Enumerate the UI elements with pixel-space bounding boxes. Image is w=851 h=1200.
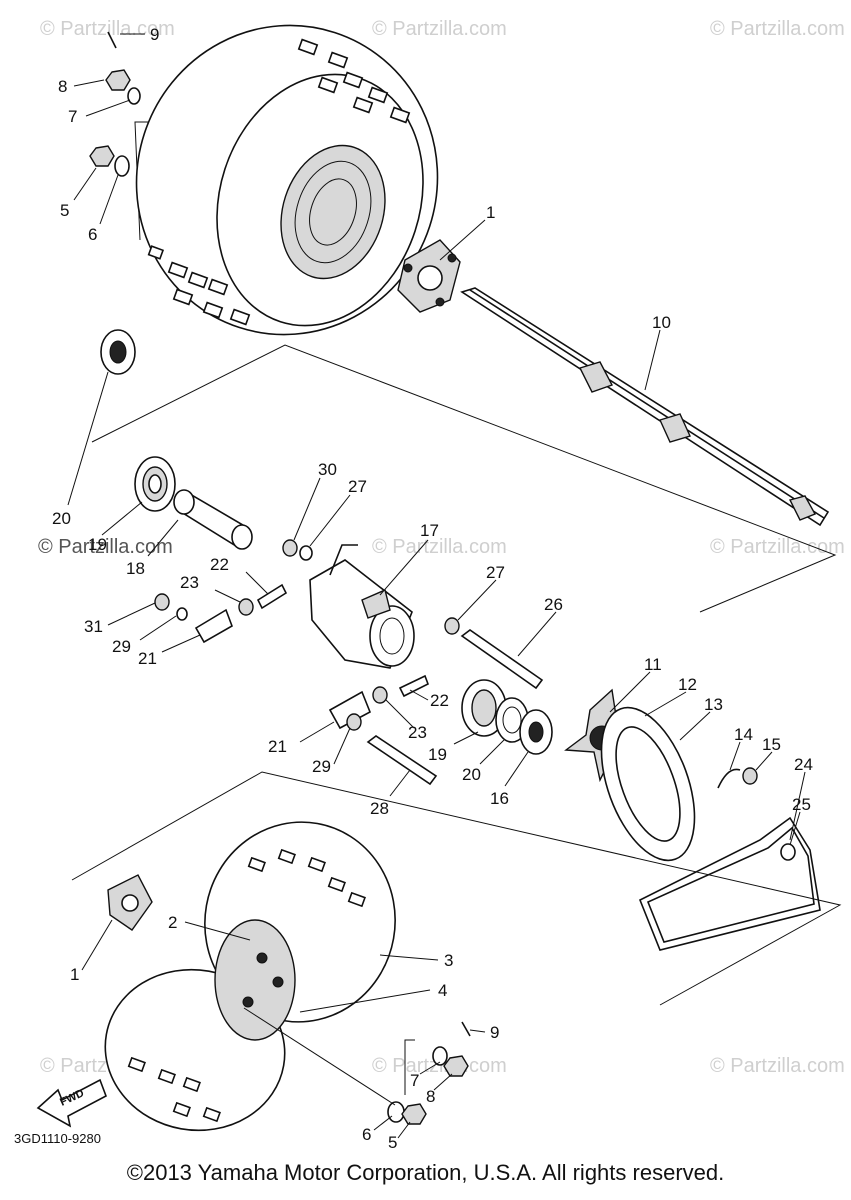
rear-axle [460,287,830,527]
watermark: © Partzilla.com [710,18,845,40]
callout-20: 20 [52,509,71,528]
callout-9: 9 [150,25,159,44]
callout-7: 7 [410,1071,419,1090]
fasteners-upper [89,31,544,690]
drive-sprocket-assembly [564,688,821,951]
callout-21: 21 [268,737,287,756]
watermark: © Partzilla.com [372,536,507,558]
callout-29: 29 [112,637,131,656]
callout-2: 2 [168,913,177,932]
watermark: © Partzilla.com [38,536,173,558]
callout-18: 18 [126,559,145,578]
callout-6: 6 [88,225,97,244]
callout-12: 12 [678,675,697,694]
rear-wheel-lower [104,821,396,1132]
copyright-notice: ©2013 Yamaha Motor Corporation, U.S.A. A… [126,1160,725,1185]
fasteners-lower [328,674,553,786]
watermark: © Partzilla.com [710,536,845,558]
callout-3: 3 [444,951,453,970]
hub-upper [397,239,461,313]
callout-13: 13 [704,695,723,714]
callout-23: 23 [408,723,427,742]
watermark: © Partzilla.com [372,18,507,40]
rear-axle-exploded-diagram: © Partzilla.com © Partzilla.com © Partzi… [14,18,845,1152]
callout-6: 6 [362,1125,371,1144]
callout-28: 28 [370,799,389,818]
callout-11: 11 [644,655,662,674]
callout-19: 19 [88,535,107,554]
callouts: 9 8 7 5 6 1 10 20 19 18 30 27 17 23 22 3… [52,25,813,1152]
callout-30: 30 [318,460,337,479]
fwd-arrow: FWD [36,1078,107,1128]
callout-31: 31 [84,617,103,636]
fasteners-wheel-lower [387,1021,471,1125]
callout-5: 5 [60,201,69,220]
axle-housing [309,544,415,669]
callout-10: 10 [652,313,671,332]
callout-7: 7 [68,107,77,126]
callout-25: 25 [792,795,811,814]
callout-1: 1 [70,965,79,984]
callout-15: 15 [762,735,781,754]
callout-22: 22 [210,555,229,574]
callout-5: 5 [388,1133,397,1152]
spacer-sleeve [173,489,253,550]
rear-wheel-upper [135,24,439,336]
callout-27: 27 [348,477,367,496]
watermark: © Partzilla.com [710,1055,845,1077]
seal-bearing-left [100,329,176,512]
tread-lugs [127,848,366,1123]
callout-14: 14 [734,725,753,744]
callout-20: 20 [462,765,481,784]
callout-17: 17 [420,521,439,540]
callout-27: 27 [486,563,505,582]
callout-26: 26 [544,595,563,614]
leader-lines [67,33,806,1139]
callout-19: 19 [428,745,447,764]
callout-9: 9 [490,1023,499,1042]
callout-24: 24 [794,755,813,774]
callout-16: 16 [490,789,509,808]
callout-1: 1 [486,203,495,222]
callout-22: 22 [430,691,449,710]
watermark: © Partzilla.com [372,1055,507,1077]
callout-21: 21 [138,649,157,668]
callout-8: 8 [426,1087,435,1106]
callout-4: 4 [438,981,447,1000]
diagram-code: 3GD1110-9280 [14,1131,101,1146]
tread-lugs [147,38,411,326]
callout-23: 23 [180,573,199,592]
callout-8: 8 [58,77,67,96]
callout-29: 29 [312,757,331,776]
